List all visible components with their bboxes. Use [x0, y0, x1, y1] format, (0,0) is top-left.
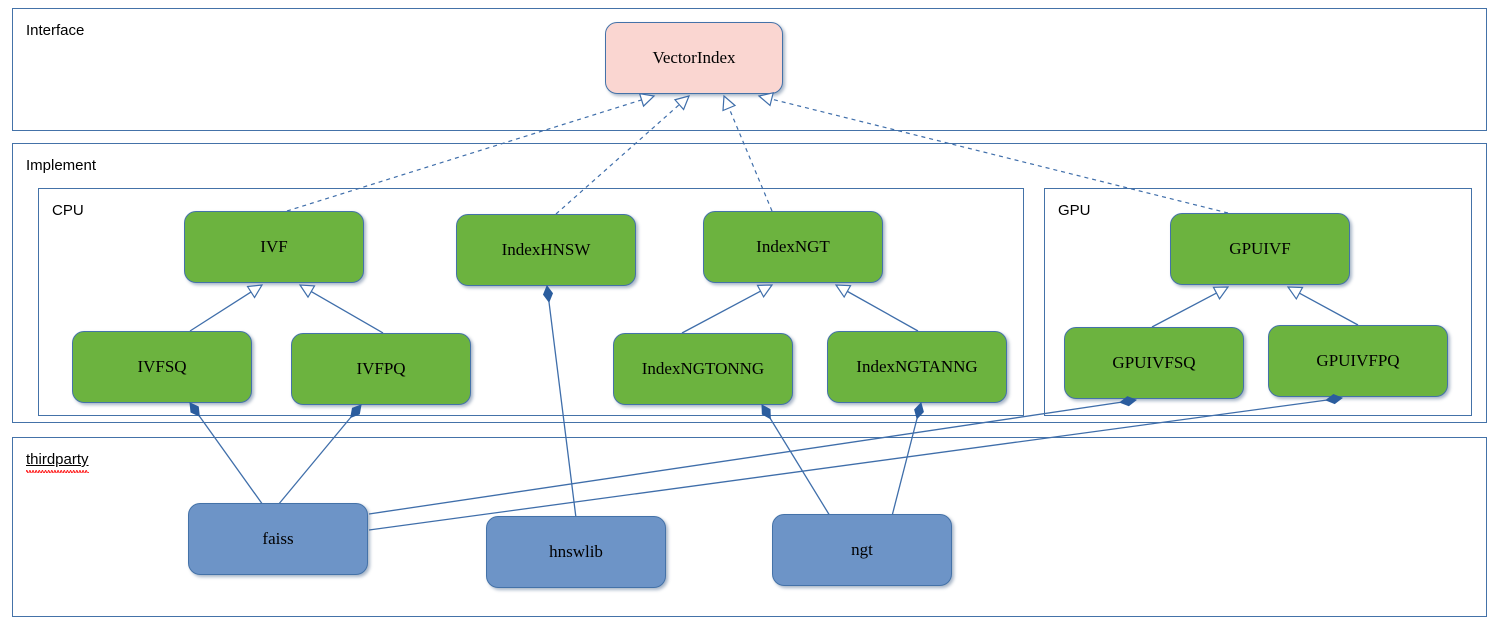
- class-node-label: GPUIVF: [1229, 239, 1291, 258]
- class-node-label: IVF: [260, 237, 288, 256]
- spellcheck-squiggle: [26, 469, 89, 473]
- class-node-ngt[interactable]: ngt: [772, 514, 952, 586]
- class-node-indexngt[interactable]: IndexNGT: [703, 211, 883, 283]
- class-node-gpuivf[interactable]: GPUIVF: [1170, 213, 1350, 285]
- class-node-label: IndexNGTONNG: [641, 359, 765, 378]
- group-label-cpu: CPU: [52, 202, 84, 219]
- class-node-ivfsq[interactable]: IVFSQ: [72, 331, 252, 403]
- class-node-label: IndexNGT: [756, 237, 830, 256]
- group-label-interface: Interface: [26, 22, 85, 39]
- class-node-indexhnsw[interactable]: IndexHNSW: [456, 214, 636, 286]
- class-node-hnswlib[interactable]: hnswlib: [486, 516, 666, 588]
- class-node-label: ngt: [851, 540, 873, 559]
- class-node-indexngtanng[interactable]: IndexNGTANNG: [827, 331, 1007, 403]
- class-node-label: IndexHNSW: [501, 240, 591, 259]
- class-node-ivf[interactable]: IVF: [184, 211, 364, 283]
- class-node-label: GPUIVFPQ: [1316, 351, 1400, 370]
- class-node-indexngtonng[interactable]: IndexNGTONNG: [613, 333, 793, 405]
- class-node-gpuivfsq[interactable]: GPUIVFSQ: [1064, 327, 1244, 399]
- class-node-ivfpq[interactable]: IVFPQ: [291, 333, 471, 405]
- class-node-gpuivfpq[interactable]: GPUIVFPQ: [1268, 325, 1448, 397]
- class-node-faiss[interactable]: faiss: [188, 503, 368, 575]
- group-label-thirdparty: thirdparty: [26, 452, 89, 473]
- class-node-label: IndexNGTANNG: [856, 357, 978, 376]
- group-label-implement: Implement: [26, 157, 97, 174]
- class-node-label: hnswlib: [549, 542, 603, 561]
- group-label-gpu: GPU: [1058, 202, 1091, 219]
- class-node-label: VectorIndex: [652, 48, 736, 67]
- class-node-label: faiss: [262, 529, 294, 548]
- class-node-label: IVFSQ: [137, 357, 187, 376]
- class-node-vectorindex[interactable]: VectorIndex: [605, 22, 783, 94]
- class-node-label: GPUIVFSQ: [1112, 353, 1196, 372]
- class-node-label: IVFPQ: [356, 359, 406, 378]
